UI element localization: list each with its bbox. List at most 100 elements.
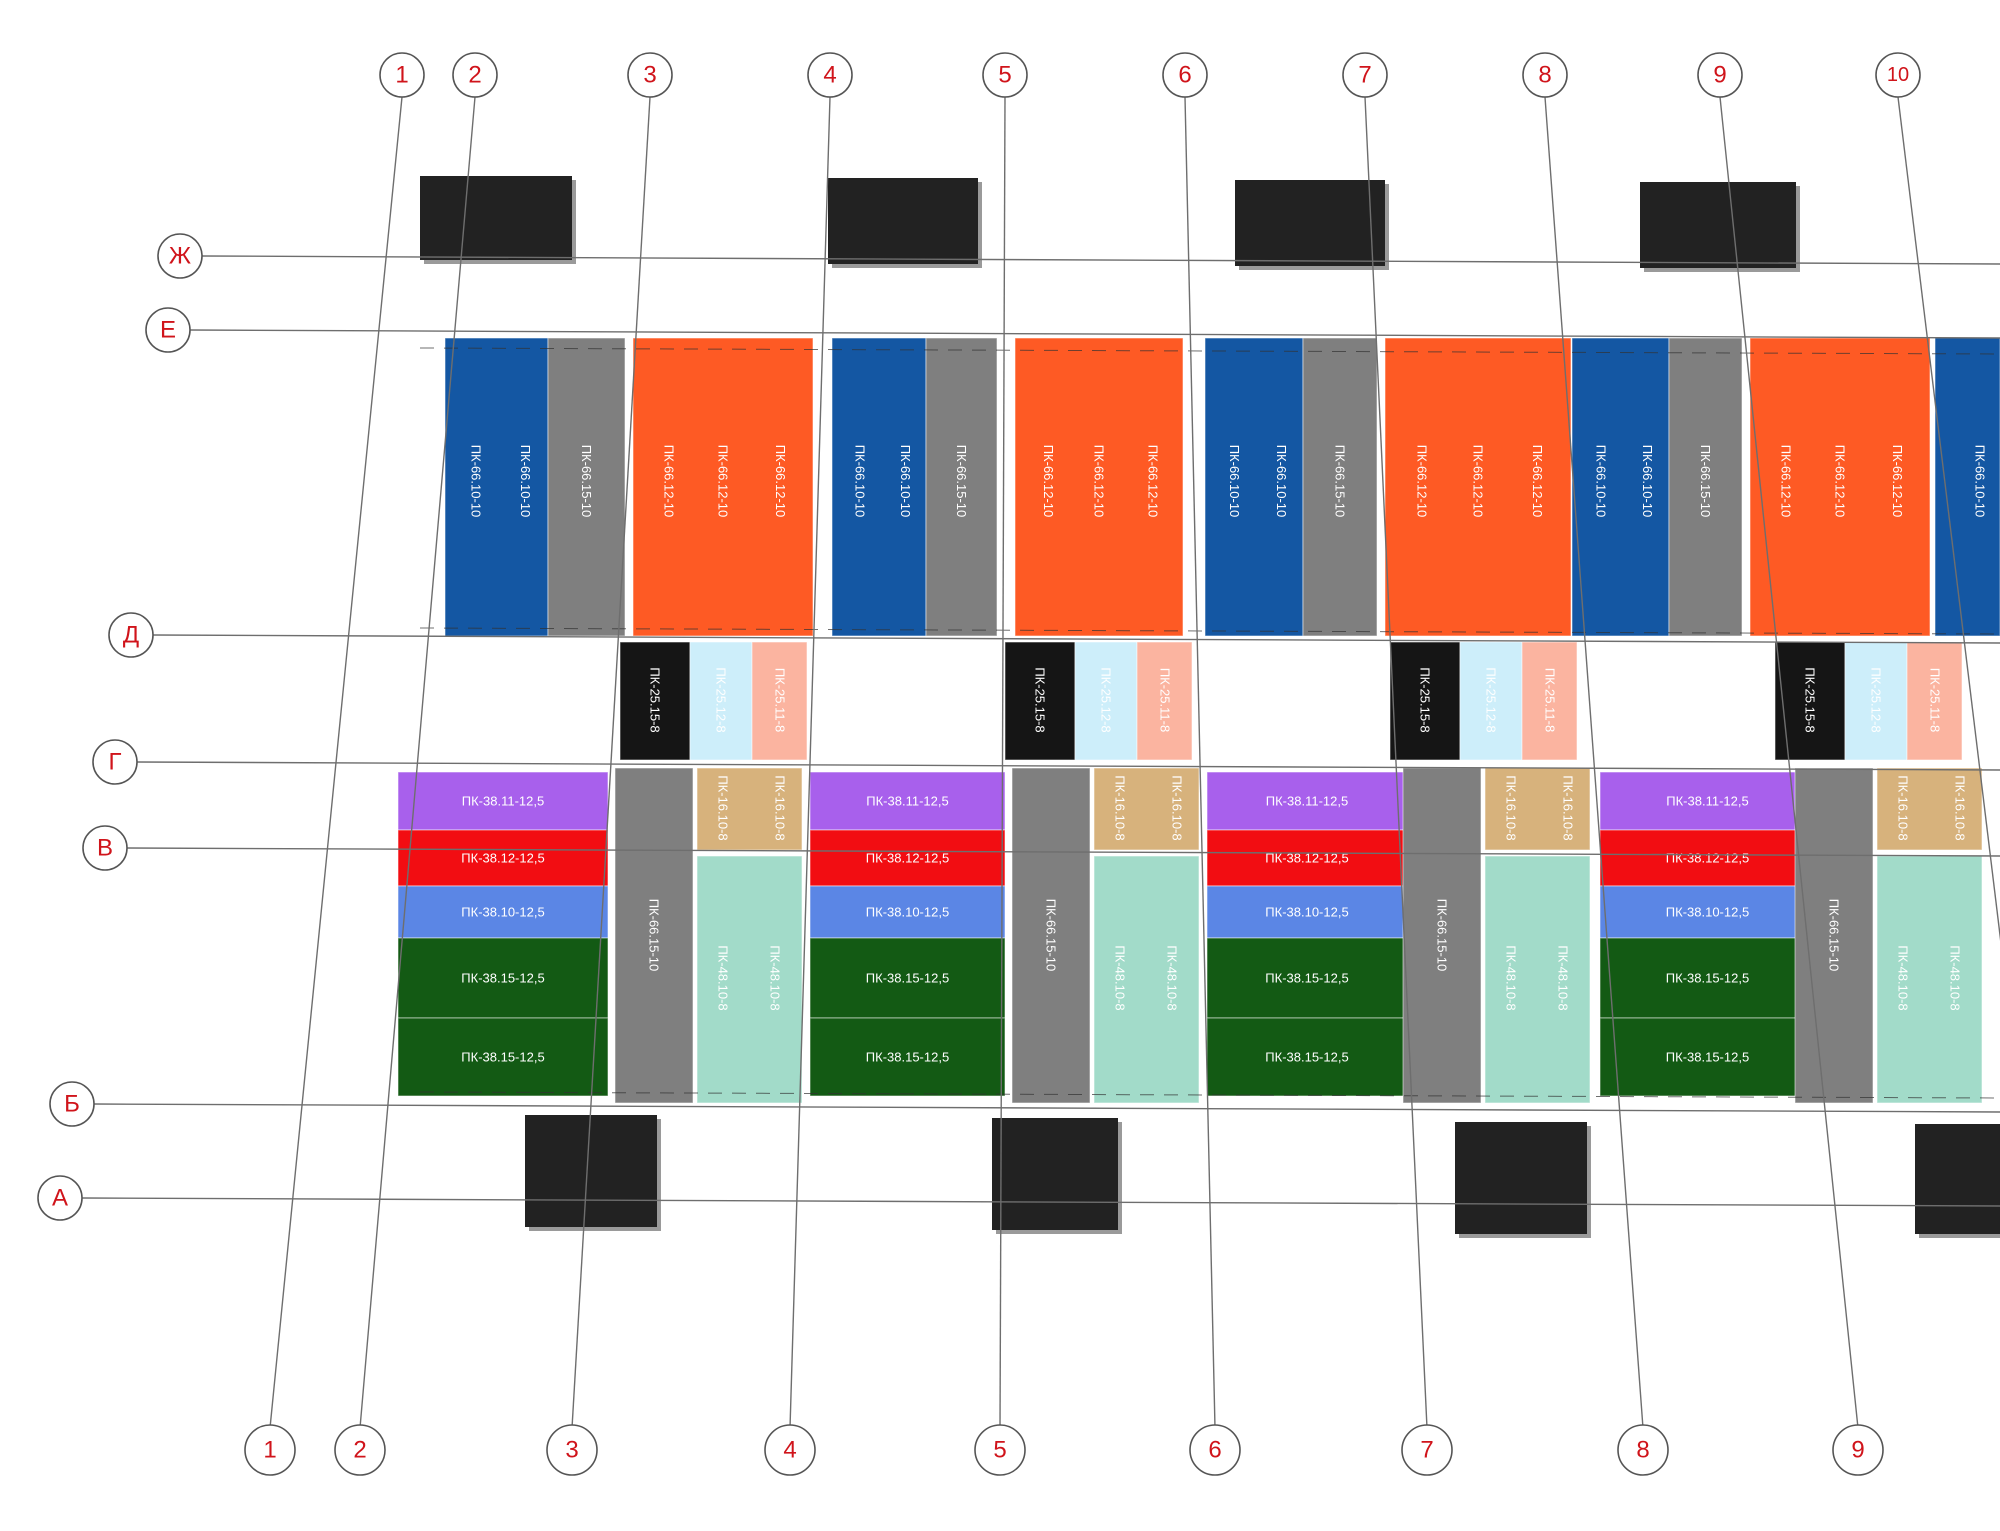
slab-label: ПК-38.11-12,5 [866,794,948,809]
slab-pk25-15-8 [619,641,691,761]
slab-label: ПК-25.15-8 [1033,667,1048,732]
axis-bubble-top-6: 6 [1162,52,1208,98]
axis-label: Е [160,317,176,344]
slab-pk25-11-8 [751,641,808,761]
slab-label: ПК-66.12-10 [1833,445,1848,518]
slab-pk66-15-10 [925,337,998,637]
axis-bubble-bottom-2: 2 [334,1424,386,1476]
slab-pk38-12: ПК-38.12-12,5 [1206,829,1408,887]
axis-label: 7 [1358,62,1371,89]
axis-label: 3 [565,1437,578,1464]
axis-label: 5 [998,62,1011,89]
slab-label: ПК-48.10-8 [1113,945,1128,1010]
slab-label: ПК-25.11-8 [1543,668,1558,732]
slab-label: ПК-38.15-12,5 [1265,971,1348,986]
slab-label: ПК-48.10-8 [1556,945,1571,1010]
axis-bubble-bottom-7: 7 [1401,1424,1453,1476]
slab-label: ПК-38.12-12,5 [461,851,544,866]
slab-pk66-10-10 [1571,337,1670,637]
slab-pk38-10: ПК-38.10-12,5 [809,885,1006,939]
columns-layer [420,176,2000,1238]
slab-label: ПК-66.12-10 [1145,445,1160,518]
slab-pk38-15: ПК-38.15-12,5 [1206,1017,1408,1097]
axis-label: Д [123,622,139,649]
axis-bubble-top-10: 10 [1875,52,1921,98]
slab-label: ПК-38.10-12,5 [1265,905,1348,920]
axis-label: 8 [1538,62,1551,89]
axis-bubble-top-1: 1 [379,52,425,98]
axis-bubble-top-2: 2 [452,52,498,98]
slab-label: ПК-66.12-10 [1530,445,1545,518]
axis-label: 9 [1713,62,1726,89]
slab-pk66-12-10 [1749,337,1931,637]
axis-line-В [126,847,2000,857]
axis-label: 3 [643,62,656,89]
slab-pk38-15: ПК-38.15-12,5 [1599,1017,1816,1097]
axis-line-4 [789,96,831,1429]
axis-line-Е [189,329,2000,339]
slab-pk25-12-8 [689,641,753,761]
axis-label: В [97,835,113,862]
slab-label: ПК-48.10-8 [1165,945,1180,1010]
axis-line-3 [571,96,651,1429]
slab-label: ПК-25.11-8 [1158,668,1173,732]
slab-label: ПК-38.11-12,5 [462,794,544,809]
slab-label: ПК-48.10-8 [768,945,783,1010]
slab-label: ПК-38.10-12,5 [866,905,949,920]
axis-bubble-А: А [37,1175,83,1221]
axis-line-7 [1364,96,1428,1429]
slab-label: ПК-66.12-10 [1041,445,1056,518]
slab-pk66-15-10 [1794,767,1874,1104]
axis-label: 10 [1887,64,1909,86]
slab-label: ПК-66.10-10 [1274,445,1289,518]
axis-bubble-Е: Е [145,307,191,353]
slab-label: ПК-38.10-12,5 [1666,905,1749,920]
slab-label: ПК-66.10-10 [853,445,868,518]
axis-line-Г [136,761,2000,771]
axis-line-6 [1184,96,1216,1429]
slab-label: ПК-16.10-8 [1113,775,1128,840]
axis-label: А [52,1185,68,1212]
slab-pk25-12-8 [1074,641,1138,761]
axis-label: 4 [823,62,836,89]
axis-bubble-bottom-6: 6 [1189,1424,1241,1476]
axis-label: 6 [1178,62,1191,89]
slab-label: ПК-66.12-10 [1092,445,1107,518]
column-block [1640,182,1800,272]
slab-label: ПК-25.15-8 [1418,667,1433,732]
slab-label: ПК-38.15-12,5 [461,1050,544,1065]
slab-pk38-15: ПК-38.15-12,5 [1206,937,1408,1019]
slab-label: ПК-66.12-10 [1779,445,1794,518]
axis-label: 1 [395,62,408,89]
slab-label: ПК-66.15-10 [647,899,662,972]
axis-label: 9 [1851,1437,1864,1464]
slab-label: ПК-16.10-8 [1953,775,1968,840]
slab-label: ПК-25.11-8 [773,668,788,732]
slab-label: ПК-16.10-8 [716,775,731,840]
axis-bubble-top-4: 4 [807,52,853,98]
slab-label: ПК-38.15-12,5 [1265,1050,1348,1065]
slab-label: ПК-25.15-8 [648,667,663,732]
axis-bubble-bottom-9: 9 [1832,1424,1884,1476]
slab-pk38-15: ПК-38.15-12,5 [397,1017,609,1097]
slab-label: ПК-38.12-12,5 [866,851,949,866]
axis-bubble-Ж: Ж [157,233,203,279]
slab-label: ПК-38.15-12,5 [461,971,544,986]
slab-pk38-12: ПК-38.12-12,5 [1599,829,1816,887]
slab-pk66-10-10 [1934,337,2000,637]
slab-pk16-10-8 [1484,767,1591,851]
slab-pk25-11-8 [1521,641,1578,761]
slab-pk38-11: ПК-38.11-12,5 [1206,771,1408,831]
slab-label: ПК-66.12-10 [1890,445,1905,518]
axis-line-5 [999,96,1006,1429]
axis-label: 2 [353,1437,366,1464]
axis-label: Б [64,1091,80,1118]
slab-pk16-10-8 [1093,767,1200,851]
slab-label: ПК-66.15-10 [1435,899,1450,972]
slab-label: ПК-66.10-10 [1973,445,1988,518]
axis-label: 5 [993,1437,1006,1464]
slab-pk38-10: ПК-38.10-12,5 [397,885,609,939]
slab-label: ПК-66.10-10 [468,445,483,518]
